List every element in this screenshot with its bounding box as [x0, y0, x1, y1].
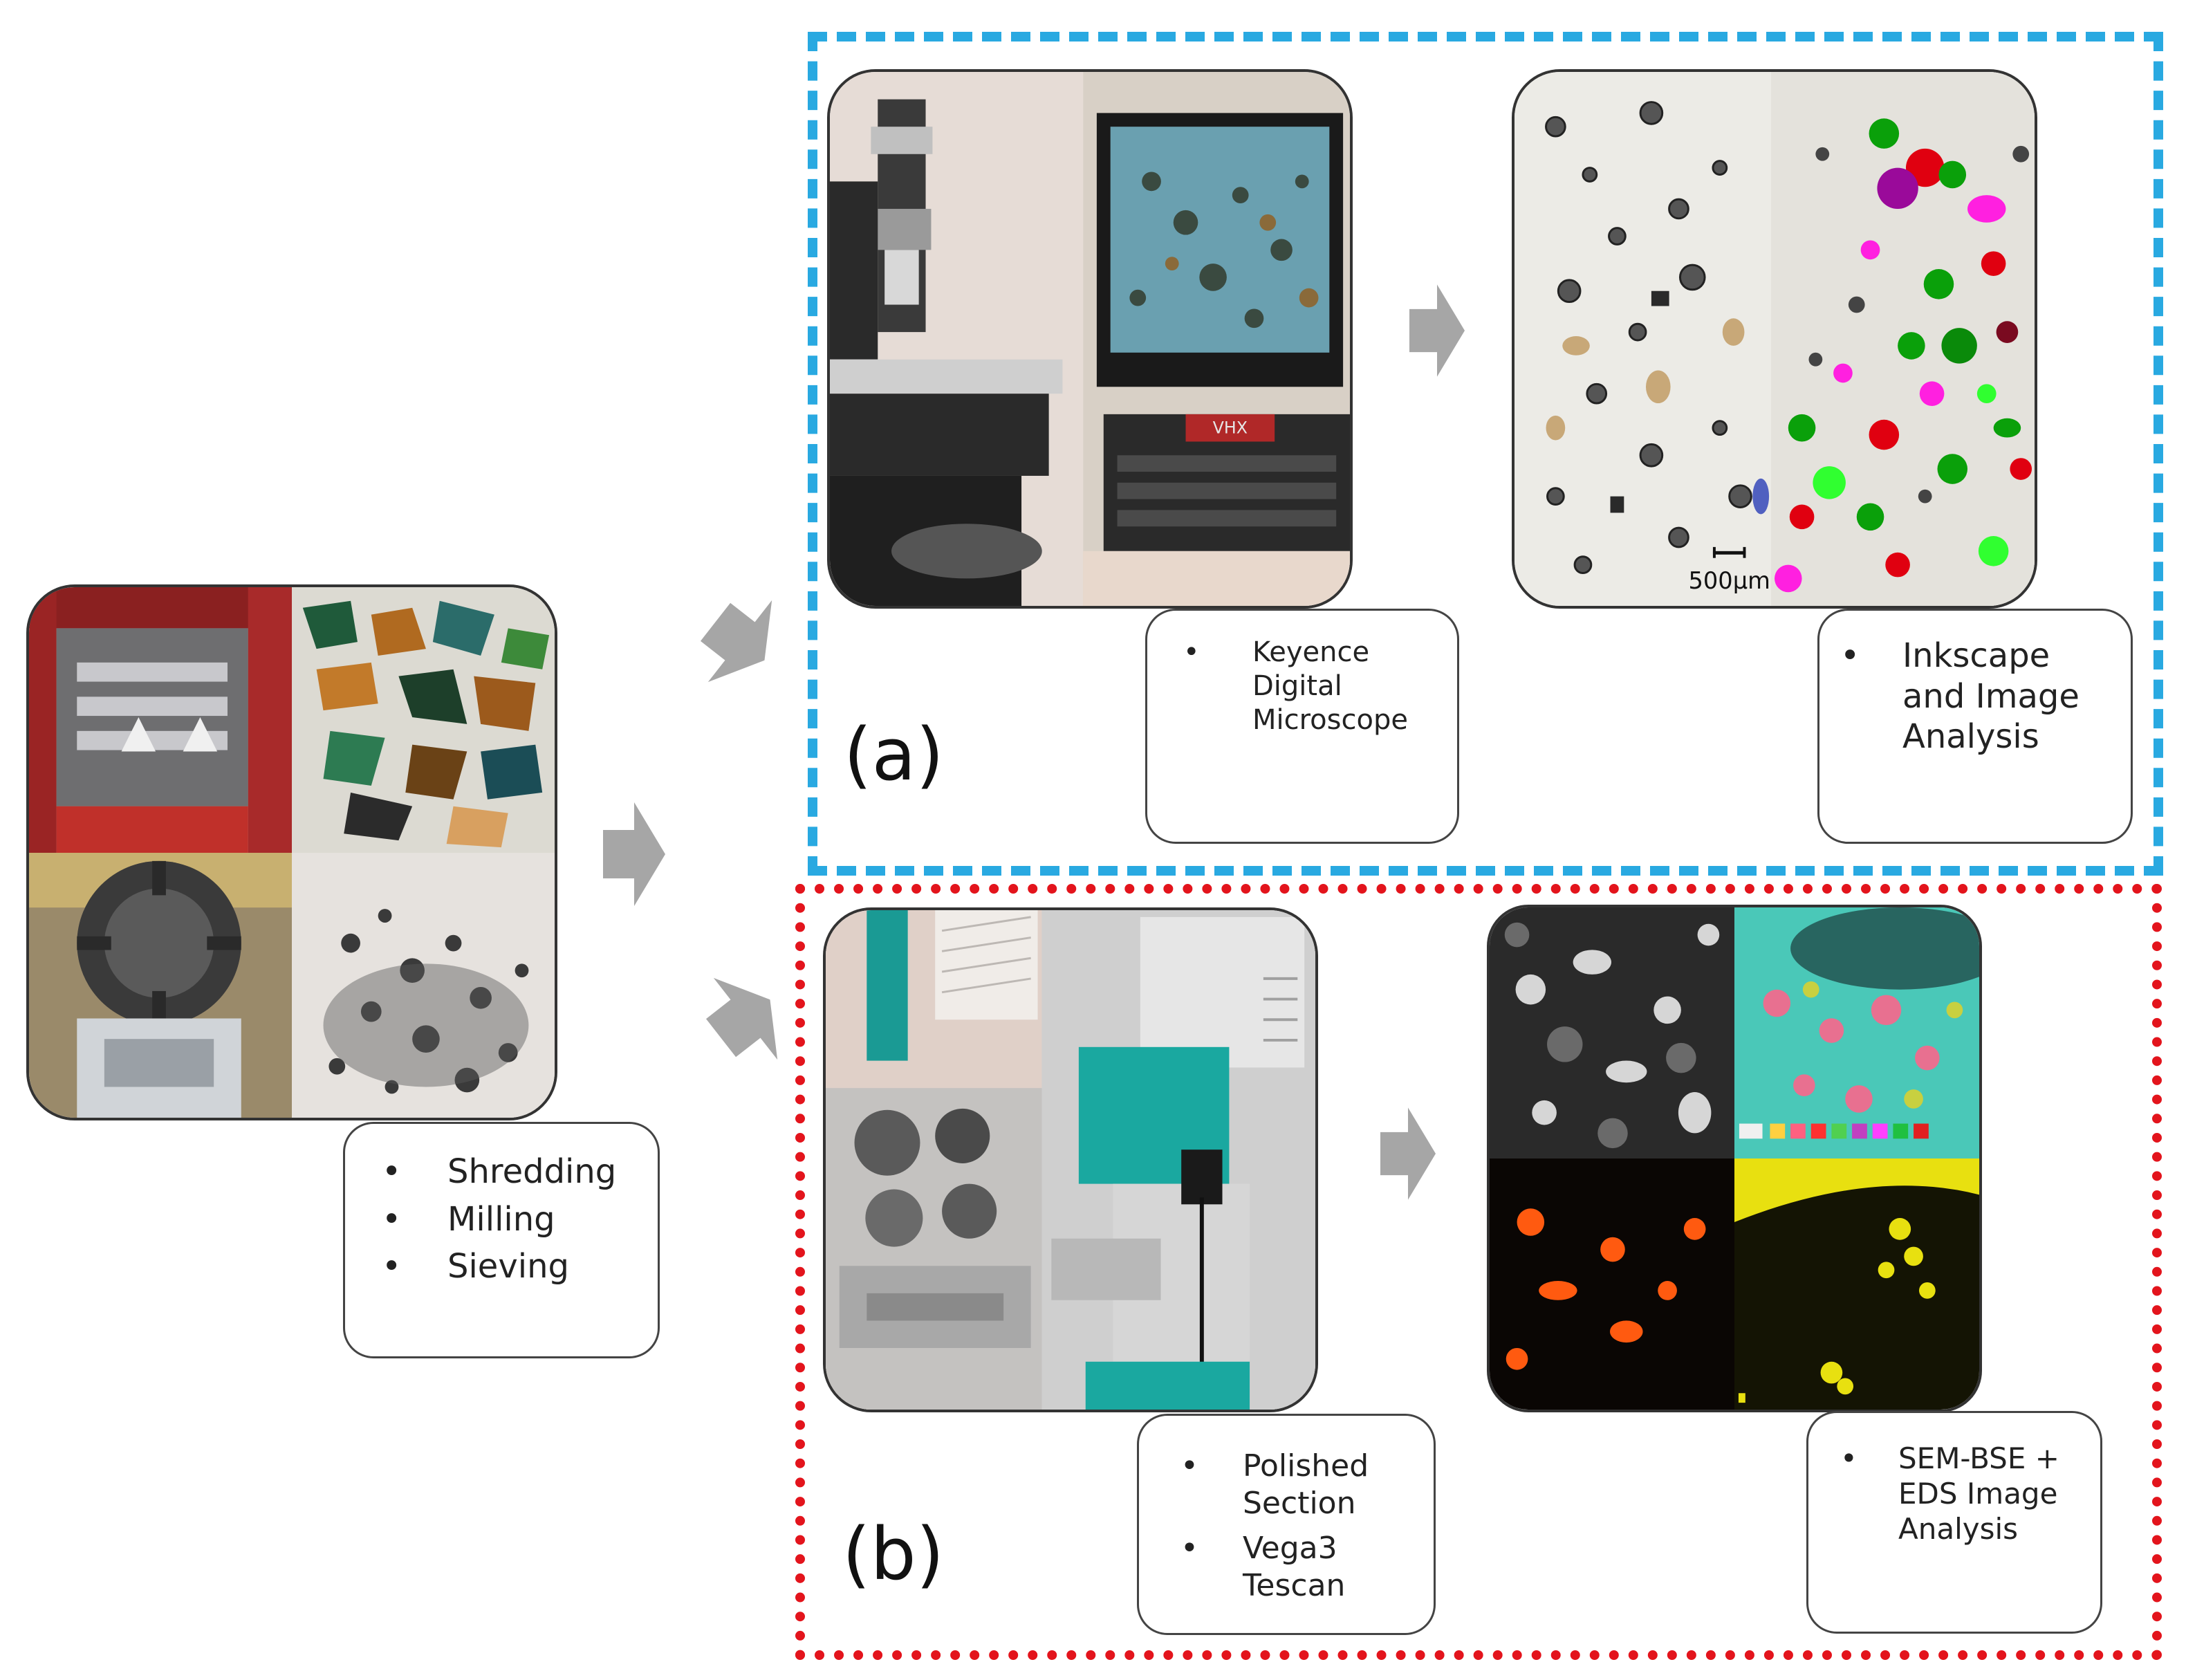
- inkscape-particle-analysis-image: 500μm: [1512, 69, 2037, 609]
- group-b-letter: (b): [842, 1512, 945, 1596]
- vega3-sem-photo: [823, 907, 1318, 1412]
- sem-eds-analysis-list: •SEM-BSE + EDS Image Analysis: [1840, 1441, 2086, 1547]
- scale-bar-label: 500μm: [1689, 567, 1770, 594]
- sem-eds-analysis-label-box: •SEM-BSE + EDS Image Analysis: [1806, 1411, 2102, 1634]
- sample-prep-label-box: •Shredding •Milling •Sieving: [343, 1122, 660, 1358]
- sem-label-box: •Polished Section •Vega3 Tescan: [1137, 1414, 1436, 1635]
- list-item: •Milling: [382, 1199, 555, 1239]
- arrow-a-analysis-icon: [1409, 284, 1465, 377]
- arrow-prep-right-icon: [603, 802, 665, 906]
- sample-prep-steps-list: •Shredding •Milling •Sieving: [382, 1152, 658, 1287]
- keyboard-brand-text: VHX: [1213, 418, 1248, 438]
- list-item: •Shredding: [382, 1152, 617, 1191]
- list-item: •SEM-BSE + EDS Image Analysis: [1840, 1441, 2059, 1547]
- microscope-list: •Keyence Digital Microscope: [1183, 636, 1443, 737]
- group-a-letter: (a): [844, 712, 944, 797]
- arrow-to-group-b-icon: [705, 977, 778, 1060]
- list-item: •Sieving: [382, 1247, 569, 1286]
- sem-eds-analysis-name: SEM-BSE + EDS Image Analysis: [1898, 1441, 2059, 1547]
- step-shredding: Shredding: [447, 1152, 617, 1191]
- sem-list: •Polished Section •Vega3 Tescan: [1180, 1448, 1420, 1605]
- polished-section: Polished Section: [1243, 1448, 1369, 1521]
- microscope-name: Keyence Digital Microscope: [1252, 636, 1408, 736]
- keyence-microscope-photo: VHX: [827, 69, 1353, 609]
- step-milling: Milling: [447, 1199, 555, 1239]
- arrow-to-group-a-icon: [700, 600, 772, 683]
- group-b-dotted-frame: [795, 884, 2162, 1660]
- group-a-dashed-frame: [808, 32, 2163, 876]
- list-item: •Keyence Digital Microscope: [1183, 636, 1408, 736]
- inkscape-analysis-name: Inkscape and Image Analysis: [1902, 636, 2080, 757]
- list-item: •Polished Section: [1180, 1448, 1369, 1521]
- step-sieving: Sieving: [447, 1247, 569, 1286]
- microscope-label-box: •Keyence Digital Microscope: [1145, 609, 1459, 844]
- sample-prep-photo-collage: [26, 584, 557, 1120]
- list-item: •Vega3 Tescan: [1180, 1531, 1346, 1604]
- arrow-b-analysis-icon: [1380, 1107, 1436, 1200]
- list-item: •Inkscape and Image Analysis: [1840, 636, 2080, 757]
- vega3-tescan: Vega3 Tescan: [1243, 1531, 1346, 1604]
- inkscape-analysis-label-box: •Inkscape and Image Analysis: [1817, 609, 2133, 844]
- sem-eds-map-image: [1487, 905, 1982, 1412]
- inkscape-analysis-list: •Inkscape and Image Analysis: [1840, 636, 2117, 757]
